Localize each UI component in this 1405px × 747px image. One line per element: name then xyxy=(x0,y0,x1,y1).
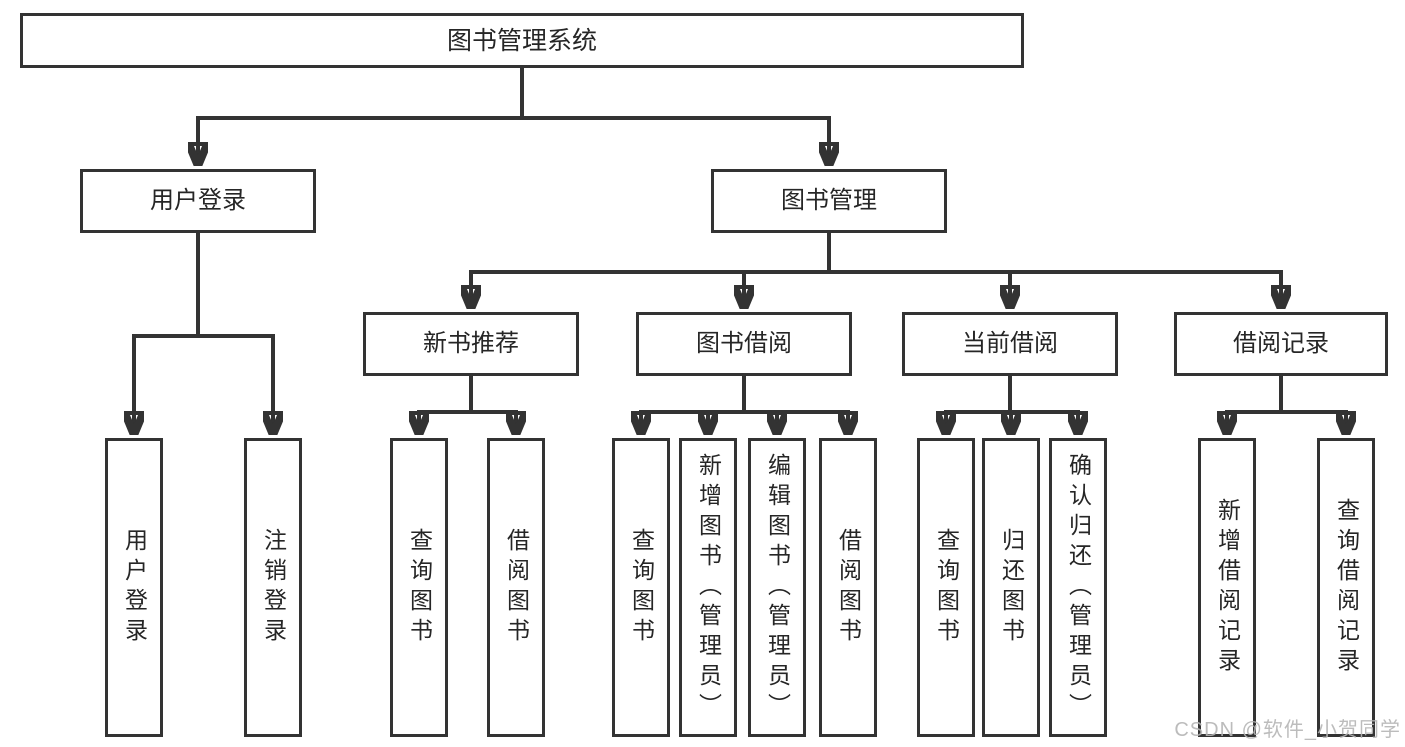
node-library-management-system: 图书管理系统 xyxy=(20,13,1024,68)
leaf-query-borrow-record: 查询借阅记录 xyxy=(1317,438,1375,737)
leaf-add-books-admin: 新增图书（管理员） xyxy=(679,438,737,737)
leaf-logout-login: 注销登录 xyxy=(244,438,302,737)
connectors-book-management xyxy=(471,232,1281,309)
connectors-current-borrowing xyxy=(946,374,1078,435)
connectors-new-book-recommendation xyxy=(419,374,516,435)
leaf-user-login: 用户登录 xyxy=(105,438,163,737)
node-book-borrowing: 图书借阅 xyxy=(636,312,852,376)
leaf-query-books-current: 查询图书 xyxy=(917,438,975,737)
leaf-confirm-return-admin: 确认归还（管理员） xyxy=(1049,438,1107,737)
connectors-user-login xyxy=(134,231,273,435)
leaf-query-books-borrowing: 查询图书 xyxy=(612,438,670,737)
leaf-return-books: 归还图书 xyxy=(982,438,1040,737)
node-current-borrowing: 当前借阅 xyxy=(902,312,1118,376)
node-user-login: 用户登录 xyxy=(80,169,316,233)
csdn-watermark: CSDN @软件_小贺同学 xyxy=(1174,719,1401,741)
leaf-query-books-recommend: 查询图书 xyxy=(390,438,448,737)
leaf-borrow-books-recommend: 借阅图书 xyxy=(487,438,545,737)
leaf-add-borrow-record: 新增借阅记录 xyxy=(1198,438,1256,737)
node-book-management: 图书管理 xyxy=(711,169,947,233)
connectors-root xyxy=(198,66,829,166)
connectors-book-borrowing xyxy=(641,374,848,435)
leaf-borrow-books-borrowing: 借阅图书 xyxy=(819,438,877,737)
connectors-borrowing-records xyxy=(1227,374,1346,435)
leaf-edit-books-admin: 编辑图书（管理员） xyxy=(748,438,806,737)
node-new-book-recommendation: 新书推荐 xyxy=(363,312,579,376)
node-borrowing-records: 借阅记录 xyxy=(1174,312,1388,376)
